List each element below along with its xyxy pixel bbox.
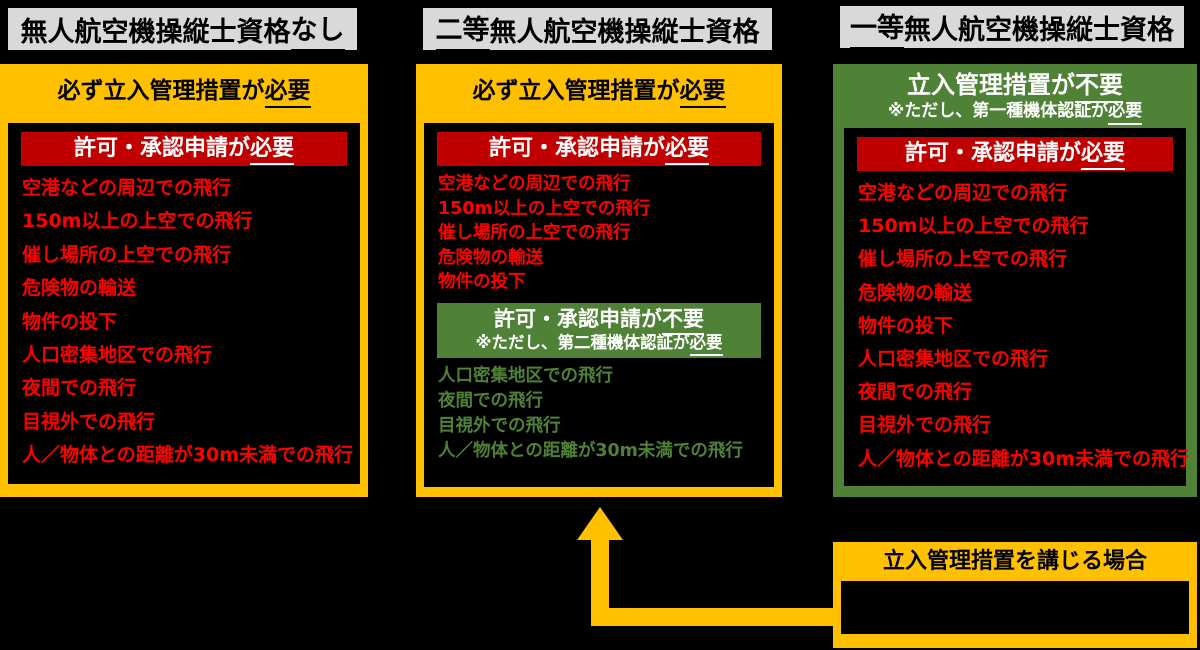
restricted-flight-item: 目視外での飛行 xyxy=(858,414,992,437)
restricted-flight-list: 空港などの周辺での飛行 150m以上の上空での飛行 催し場所の上空での飛行 危険… xyxy=(424,172,774,295)
requirement-panel-green: 立入管理措置が不要 ※ただし、第一種機体認証が必要 許可・承認申請が必要 空港な… xyxy=(833,64,1197,497)
no-permit-flight-item: 人口密集地区での飛行 xyxy=(438,365,613,386)
entry-measures-banner: 必ず立入管理措置が必要 xyxy=(416,77,782,108)
restricted-flight-item: 目視外での飛行 xyxy=(22,410,156,433)
permit-required-banner: 許可・承認申請が必要 xyxy=(21,132,347,166)
permit-required-banner: 許可・承認申請が必要 xyxy=(857,137,1173,171)
permit-not-required-banner: 許可・承認申請が不要 ※ただし、第二種機体認証が必要 xyxy=(437,302,761,358)
type1-certification-note: ※ただし、第一種機体認証が必要 xyxy=(833,100,1197,125)
restricted-flight-item: 空港などの周辺での飛行 xyxy=(858,182,1068,204)
restricted-flight-item: 空港などの周辺での飛行 xyxy=(22,177,232,199)
column-second-class: 二等無人航空機操縦士資格 必ず立入管理措置が必要 許可・承認申請が必要 空港など… xyxy=(416,0,784,650)
flight-rules-panel: 許可・承認申請が必要 空港などの周辺での飛行 150m以上の上空での飛行 催し場… xyxy=(424,123,774,487)
illustration-area xyxy=(841,581,1189,634)
restricted-flight-item: 夜間での飛行 xyxy=(858,381,973,404)
qualification-title-first-class: 一等無人航空機操縦士資格 xyxy=(837,3,1187,51)
entry-measures-case-box: 立入管理措置を講じる場合 xyxy=(833,542,1197,648)
restricted-flight-item: 150m以上の上空での飛行 xyxy=(438,198,651,219)
restricted-flight-item: 人口密集地区での飛行 xyxy=(22,344,213,367)
arrow-vertical-shaft xyxy=(591,538,609,626)
no-permit-flight-list: 人口密集地区での飛行 夜間での飛行 目視外での飛行 人／物体との距離が30m未満… xyxy=(424,364,774,465)
restricted-flight-item: 物件の投下 xyxy=(22,310,118,333)
restricted-flight-item: 人／物体との距離が30m未満での飛行 xyxy=(858,447,1190,470)
no-permit-flight-item: 人／物体との距離が30m未満での飛行 xyxy=(438,441,743,462)
restricted-flight-item: 危険物の輸送 xyxy=(438,247,543,268)
arrow-horizontal-shaft xyxy=(591,608,833,626)
no-permit-flight-item: 目視外での飛行 xyxy=(438,415,561,436)
restricted-flight-item: 催し場所の上空での飛行 xyxy=(438,223,631,243)
restricted-flight-list: 空港などの周辺での飛行 150m以上の上空での飛行 催し場所の上空での飛行 危険… xyxy=(8,172,360,473)
permit-required-banner: 許可・承認申請が必要 xyxy=(437,132,761,166)
flight-rules-panel: 許可・承認申請が必要 空港などの周辺での飛行 150m以上の上空での飛行 催し場… xyxy=(844,128,1190,486)
restricted-flight-item: 夜間での飛行 xyxy=(22,377,137,400)
requirement-panel-yellow: 必ず立入管理措置が必要 許可・承認申請が必要 空港などの周辺での飛行 150m以… xyxy=(0,64,368,497)
restricted-flight-item: 催し場所の上空での飛行 xyxy=(22,243,232,266)
restricted-flight-list: 空港などの周辺での飛行 150m以上の上空での飛行 催し場所の上空での飛行 危険… xyxy=(844,177,1190,476)
restricted-flight-item: 空港などの周辺での飛行 xyxy=(438,174,631,194)
no-permit-flight-item: 夜間での飛行 xyxy=(438,390,543,411)
restricted-flight-item: 人口密集地区での飛行 xyxy=(858,348,1049,371)
restricted-flight-item: 危険物の輸送 xyxy=(22,277,137,300)
arrow-head-icon xyxy=(577,507,623,540)
column-no-qualification: 無人航空機操縦士資格なし 必ず立入管理措置が必要 許可・承認申請が必要 空港など… xyxy=(0,0,370,650)
restricted-flight-item: 危険物の輸送 xyxy=(858,281,973,304)
restricted-flight-item: 催し場所の上空での飛行 xyxy=(858,248,1068,271)
restricted-flight-item: 150m以上の上空での飛行 xyxy=(22,210,253,233)
entry-measures-banner: 必ず立入管理措置が必要 xyxy=(0,77,368,108)
restricted-flight-item: 物件の投下 xyxy=(858,314,954,337)
qualification-title-underlined: 一等 xyxy=(850,6,904,49)
qualification-title-underlined: 二等 xyxy=(435,8,490,51)
qualification-title-text: 無人航空機操縦士資格 xyxy=(20,16,291,48)
entry-measures-case-title: 立入管理措置を講じる場合 xyxy=(882,549,1147,574)
restricted-flight-item: 150m以上の上空での飛行 xyxy=(858,215,1089,238)
qualification-title-second-class: 二等無人航空機操縦士資格 xyxy=(420,5,775,53)
flight-rules-panel: 許可・承認申請が必要 空港などの周辺での飛行 150m以上の上空での飛行 催し場… xyxy=(8,123,360,484)
qualification-title-none: 無人航空機操縦士資格なし xyxy=(5,5,360,53)
restricted-flight-item: 人／物体との距離が30m未満での飛行 xyxy=(22,444,354,467)
requirement-panel-yellow: 必ず立入管理措置が必要 許可・承認申請が必要 空港などの周辺での飛行 150m以… xyxy=(416,64,782,497)
restricted-flight-item: 物件の投下 xyxy=(438,272,526,292)
column-first-class: 一等無人航空機操縦士資格 立入管理措置が不要 ※ただし、第一種機体認証が必要 許… xyxy=(833,0,1200,650)
entry-measures-not-required-banner: 立入管理措置が不要 xyxy=(833,71,1197,103)
qualification-title-underlined: なし xyxy=(290,8,345,51)
